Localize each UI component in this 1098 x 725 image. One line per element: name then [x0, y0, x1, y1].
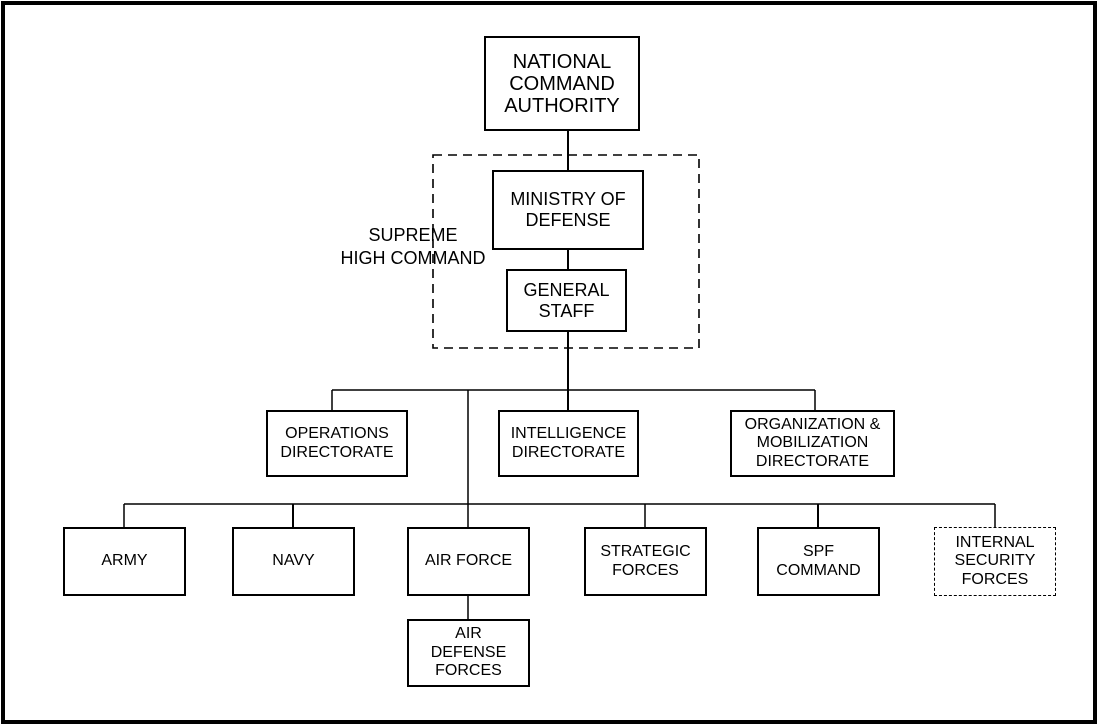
- node-intelligence-directorate: INTELLIGENCE DIRECTORATE: [498, 410, 639, 477]
- node-navy: NAVY: [232, 527, 355, 596]
- node-organization-mobilization-directorate: ORGANIZATION & MOBILIZATION DIRECTORATE: [730, 410, 895, 477]
- node-strategic-forces: STRATEGIC FORCES: [584, 527, 707, 596]
- node-spf-command: SPF COMMAND: [757, 527, 880, 596]
- node-army: ARMY: [63, 527, 186, 596]
- node-air-force: AIR FORCE: [407, 527, 530, 596]
- node-internal-security-forces: INTERNAL SECURITY FORCES: [934, 527, 1056, 596]
- node-general-staff: GENERAL STAFF: [506, 269, 627, 332]
- node-air-defense-forces: AIR DEFENSE FORCES: [407, 619, 530, 687]
- supreme-high-command-group: [432, 154, 700, 349]
- node-national-command-authority: NATIONAL COMMAND AUTHORITY: [484, 36, 640, 131]
- node-ministry-of-defense: MINISTRY OF DEFENSE: [492, 170, 644, 250]
- node-operations-directorate: OPERATIONS DIRECTORATE: [266, 410, 408, 477]
- supreme-high-command-label: SUPREME HIGH COMMAND: [340, 225, 486, 268]
